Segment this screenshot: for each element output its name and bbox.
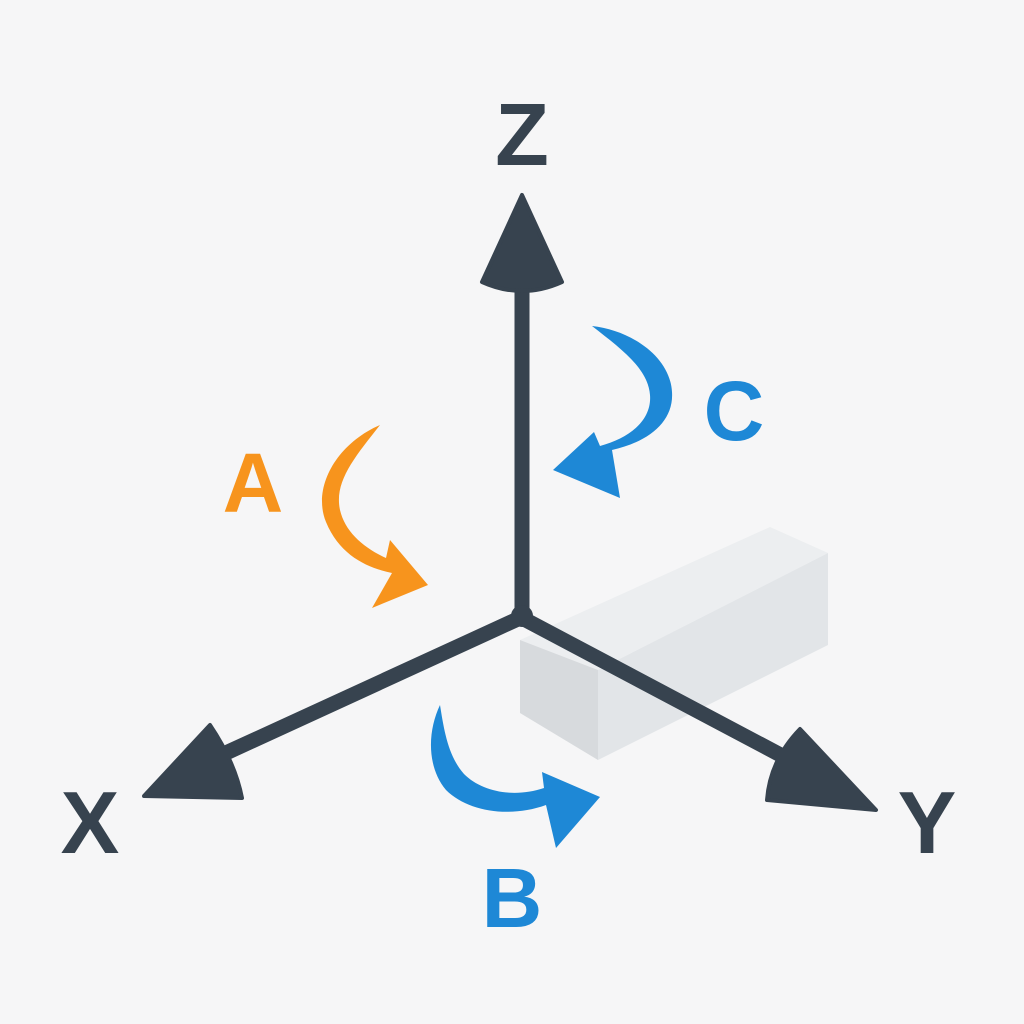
origin-joint [511, 605, 533, 627]
block-top-face [520, 527, 828, 670]
y-axis-arrowhead [765, 727, 878, 812]
rotation-c-arrow [553, 326, 673, 498]
block-end-face [520, 640, 598, 760]
y-axis [514, 610, 878, 812]
rotation-a-arrow [322, 425, 428, 608]
z-axis [480, 193, 564, 620]
rotation-a-label: A [223, 436, 284, 530]
rotation-b-arrow [430, 705, 600, 848]
x-axis-arrowhead [142, 723, 244, 800]
y-axis-label: Y [898, 773, 957, 872]
rotation-c-label: C [704, 364, 765, 458]
z-axis-label: Z [495, 85, 549, 184]
block-side-face [598, 553, 828, 760]
workpiece-block [520, 527, 828, 760]
x-axis [142, 610, 528, 800]
rotation-b-label: B [482, 851, 543, 945]
x-axis-label: X [61, 773, 120, 872]
z-axis-arrowhead [480, 193, 564, 293]
